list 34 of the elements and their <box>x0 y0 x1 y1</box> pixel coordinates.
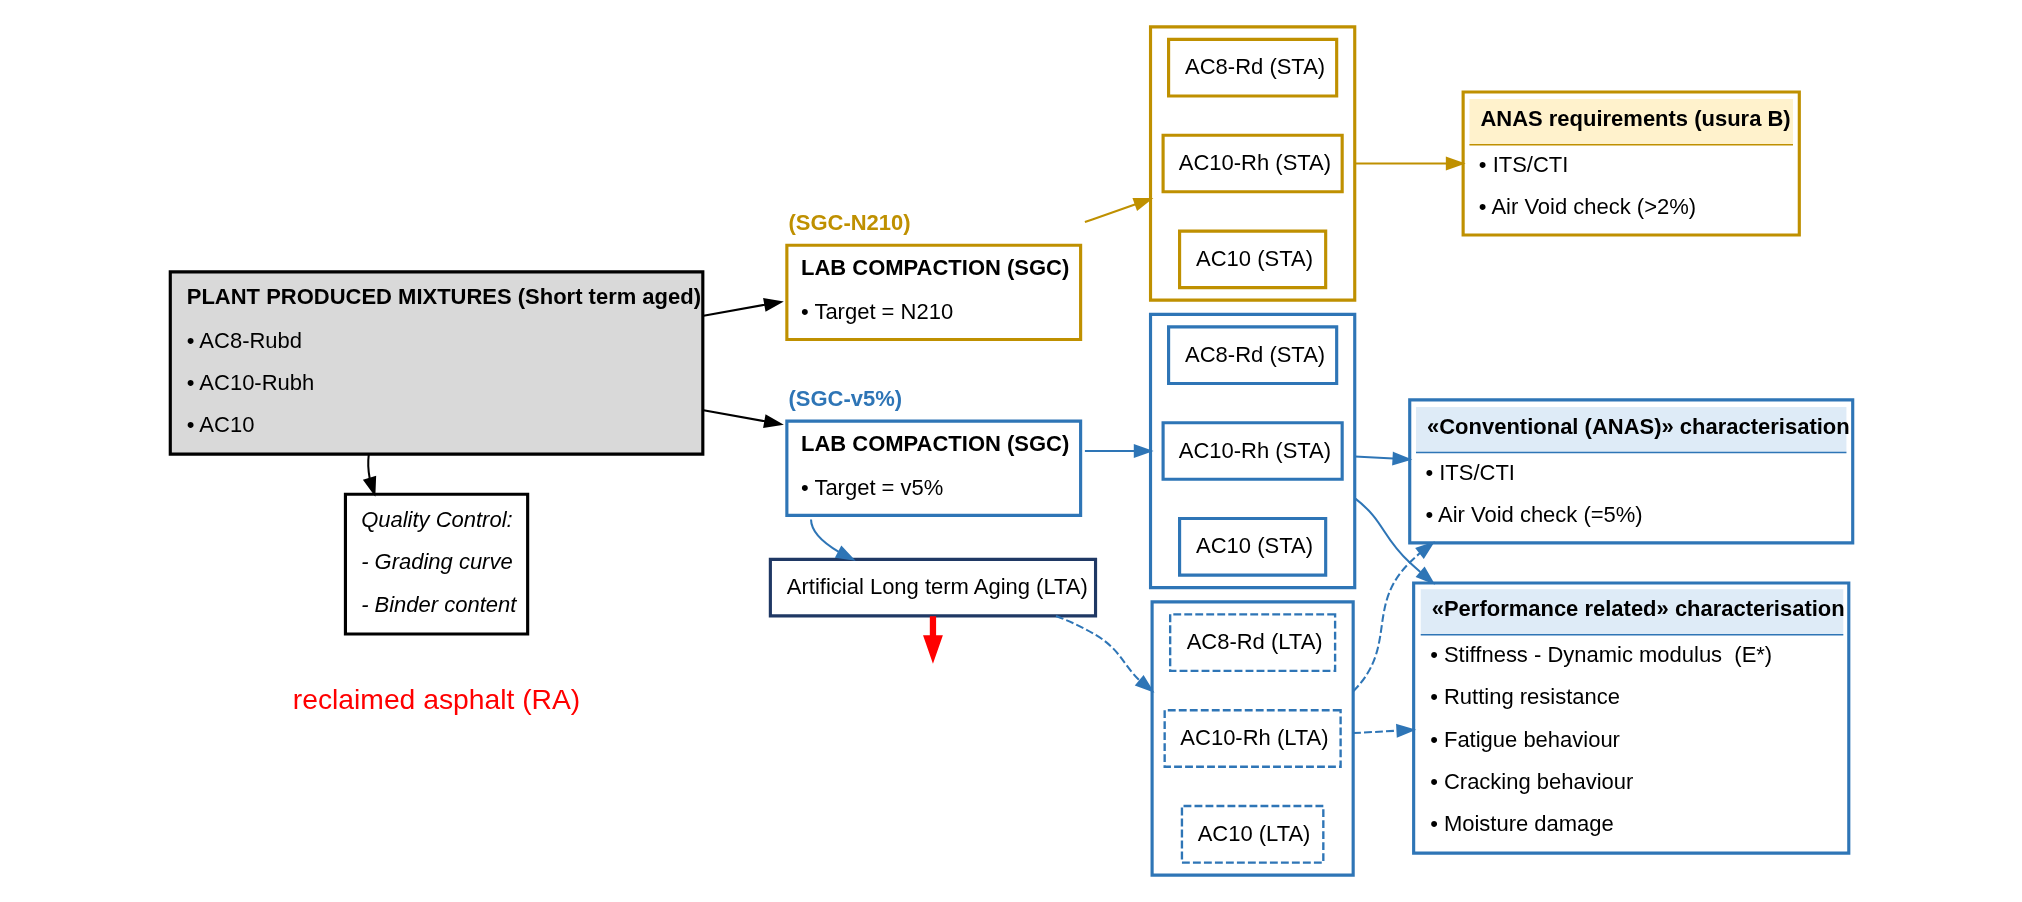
node-label: (SGC-v5%) <box>787 385 902 411</box>
node-box: AC8-Rd (LTA) <box>1168 613 1336 673</box>
node-box: «Performance related» characterisation • Stiffness - Dynamic modulus (E*) • Rutting resistance • Fatigue behaviour • Cracking behaviour • Moisture damage <box>1411 581 1850 855</box>
arrow <box>1354 451 1412 466</box>
node-box: Quality Control: - Grading curve - Binder content <box>343 492 529 636</box>
cluster <box>1148 25 1356 302</box>
arrow <box>702 409 784 429</box>
arrow <box>1351 541 1435 693</box>
cluster <box>1150 600 1355 877</box>
node-label: (SGC-N210) <box>787 209 911 235</box>
label: reclaimed asphalt (RA) <box>292 683 580 716</box>
node-box: ANAS requirements (usura B) • ITS/CTI • Air Void check (>2%) <box>1461 90 1801 237</box>
node-box: «Conventional (ANAS)» characterisation • ITS/CTI • Air Void check (=5%) <box>1407 398 1854 545</box>
node-box: AC10 (LTA) <box>1180 804 1324 864</box>
node-box: PLANT PRODUCED MIXTURES (Short term aged) • AC8-Rubd • AC10-Rubh • AC10 <box>168 270 704 456</box>
arrow <box>809 519 856 561</box>
arrow <box>1353 497 1435 585</box>
node-box: AC10-Rh (STA) <box>1161 133 1344 194</box>
arrow <box>1084 444 1154 458</box>
node-box: AC10-Rh (STA) <box>1161 421 1344 481</box>
node-box: AC8-Rd (STA) <box>1166 325 1338 385</box>
node-box: AC10 (STA) <box>1177 516 1327 577</box>
node-box: AC8-Rd (STA) <box>1166 37 1338 98</box>
arrow <box>1055 615 1154 693</box>
arrow <box>1354 156 1466 171</box>
arrow <box>1352 723 1416 738</box>
arrow <box>1084 197 1153 224</box>
node-box: Artificial Long term Aging (LTA) <box>768 557 1097 618</box>
node-box: AC10-Rh (LTA) <box>1163 709 1342 768</box>
arrow <box>362 454 376 497</box>
cluster <box>1148 312 1356 590</box>
arrow <box>922 616 943 664</box>
node-box: AC10 (STA) <box>1177 229 1327 290</box>
arrow <box>702 298 784 317</box>
